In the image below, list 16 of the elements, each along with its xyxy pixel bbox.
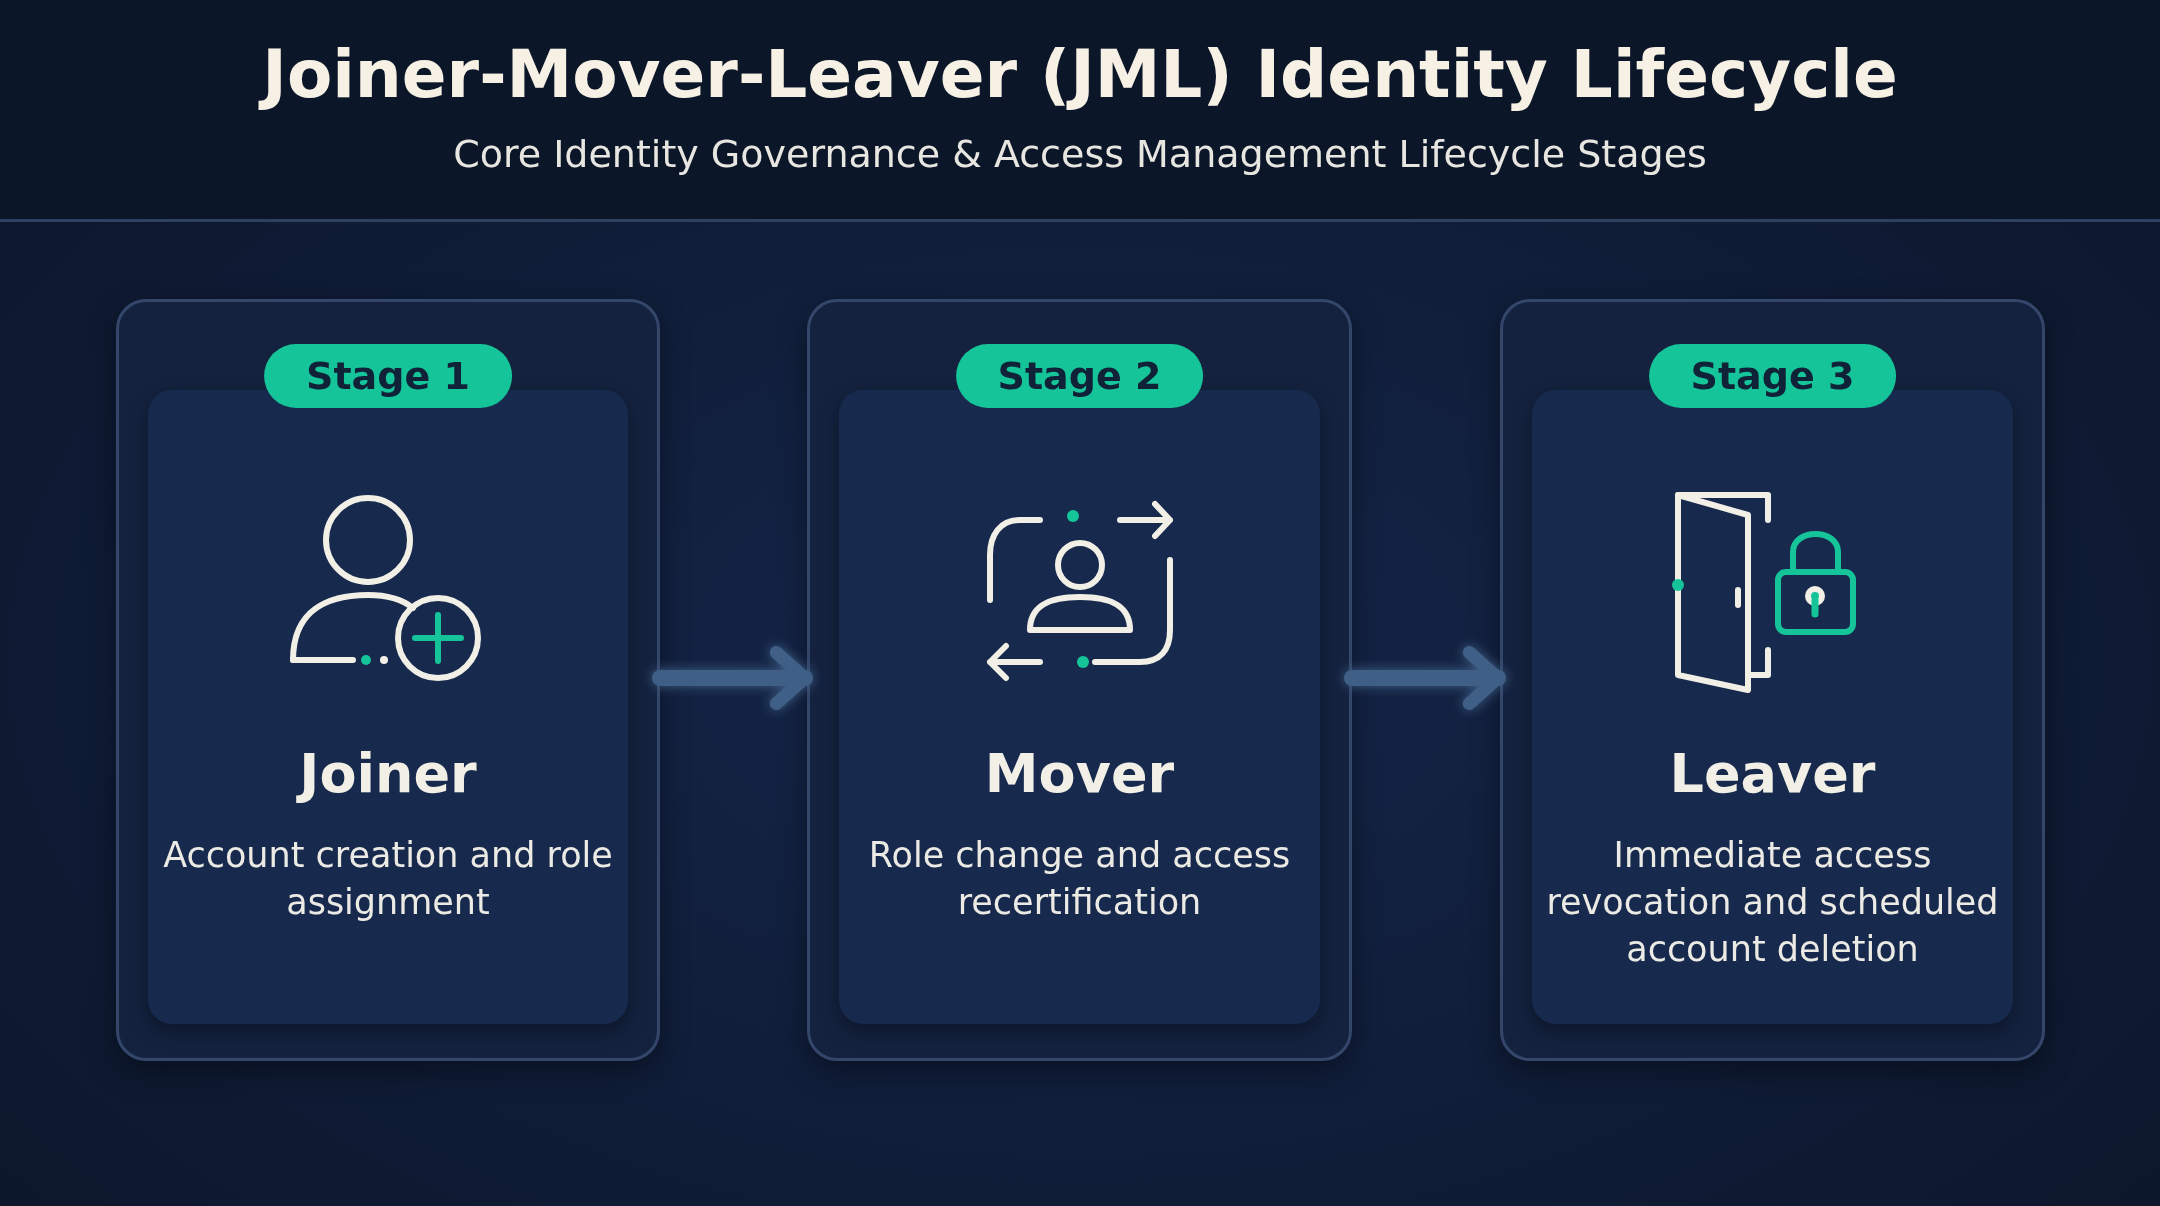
stage-description: Role change and access recertification (867, 834, 1292, 924)
stage-heading: Mover (983, 742, 1176, 805)
stage-badge: Stage 3 (1648, 344, 1897, 408)
stage-description: Account creation and role assignment (162, 834, 614, 924)
title: Joiner-Mover-Leaver (JML) Identity Lifecycle (0, 36, 2160, 113)
stage-heading: Leaver (1668, 742, 1877, 805)
stage-card (1500, 299, 2045, 1061)
arrow (1344, 646, 1506, 710)
stage-badge: Stage 1 (264, 344, 512, 408)
stage-badge: Stage 2 (955, 344, 1204, 408)
subtitle: Core Identity Governance & Access Management Lifecycle Stages (452, 132, 1708, 176)
stage-card (807, 299, 1352, 1061)
stage-card (116, 299, 660, 1061)
arrow (652, 646, 813, 710)
stage-heading: Joiner (119, 742, 657, 805)
stage-description: Immediate access revocation and scheduled account deletion (1545, 834, 2000, 971)
